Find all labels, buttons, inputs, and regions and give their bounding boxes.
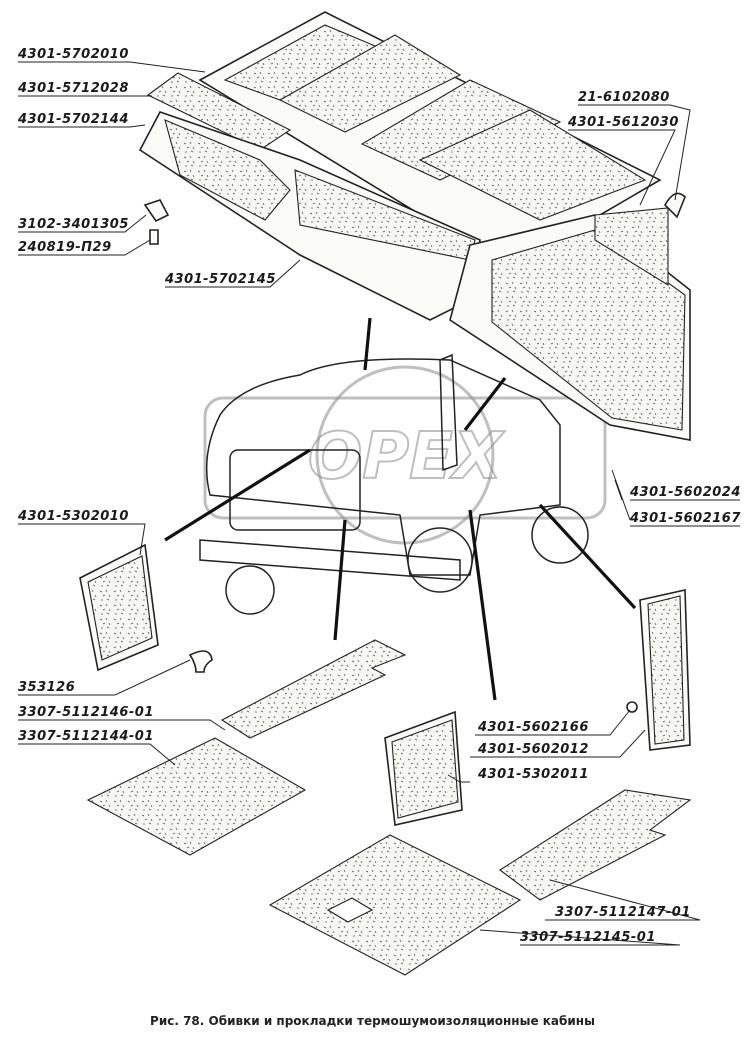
clip-353126[interactable] [188, 650, 213, 673]
leader-lines [18, 61, 740, 946]
panel-5602012-inner[interactable] [647, 595, 685, 745]
label-3307-5112145-01: 3307-5112145-01 [520, 930, 656, 945]
floor-mat-5112145[interactable] [268, 834, 522, 976]
lower-parts [79, 543, 692, 976]
label-4301-5602012: 4301-5602012 [477, 742, 589, 757]
label-3307-5112146-01: 3307-5112146-01 [18, 705, 154, 720]
roof-pad-2[interactable] [278, 34, 462, 133]
roof-pad-4[interactable] [418, 109, 647, 221]
label-4301-5712028: 4301-5712028 [17, 81, 129, 96]
door-trim-5302011-inner[interactable] [391, 719, 459, 819]
roof-pad-3[interactable] [360, 79, 562, 181]
floor-mat-5112144[interactable] [86, 737, 307, 856]
headliner-panel-a[interactable] [164, 119, 291, 221]
label-353126: 353126 [18, 680, 75, 695]
label-4301-5302010: 4301-5302010 [17, 509, 129, 524]
figure-caption: Рис. 78. Обивки и прокладки термошумоизо… [150, 1014, 595, 1028]
clip-3401305[interactable] [143, 199, 170, 223]
truck-outline [199, 353, 589, 615]
screw-П29[interactable] [149, 229, 159, 245]
pointer-lines [164, 317, 637, 701]
label-3102-3401305: 3102-3401305 [18, 217, 129, 232]
clip-6102080[interactable] [664, 192, 686, 219]
label-3307-5112144-01: 3307-5112144-01 [18, 729, 154, 744]
floor-mat-5112146[interactable] [220, 639, 407, 739]
floor-mat-5112147[interactable] [499, 789, 692, 901]
label-4301-5602166: 4301-5602166 [477, 720, 589, 735]
roof-headliner-group [138, 11, 691, 441]
rear-pad-5612030[interactable] [594, 207, 669, 286]
label-4301-5302011: 4301-5302011 [477, 767, 589, 782]
clip-5602166[interactable] [626, 701, 638, 713]
watermark-logo: OPEX [203, 365, 607, 545]
door-trim-inner[interactable] [87, 555, 153, 661]
label-3307-5112147-01: 3307-5112147-01 [555, 905, 691, 920]
label-4301-5612030: 4301-5612030 [567, 115, 679, 130]
label-4301-5702010: 4301-5702010 [17, 47, 129, 62]
label-4301-5602024: 4301-5602024 [629, 485, 741, 500]
roof-strip-5712028[interactable] [146, 72, 292, 151]
label-4301-5702144: 4301-5702144 [17, 112, 129, 127]
label-240819-P29: 240819-П29 [18, 240, 112, 255]
label-4301-5602167: 4301-5602167 [629, 511, 741, 526]
part-labels: 4301-5702010 4301-5712028 4301-5702144 2… [17, 47, 741, 945]
floor-mat-cutout [326, 897, 374, 923]
label-4301-5702145: 4301-5702145 [164, 272, 276, 287]
label-21-6102080: 21-6102080 [578, 90, 670, 105]
svg-text:OPEX: OPEX [308, 420, 505, 494]
